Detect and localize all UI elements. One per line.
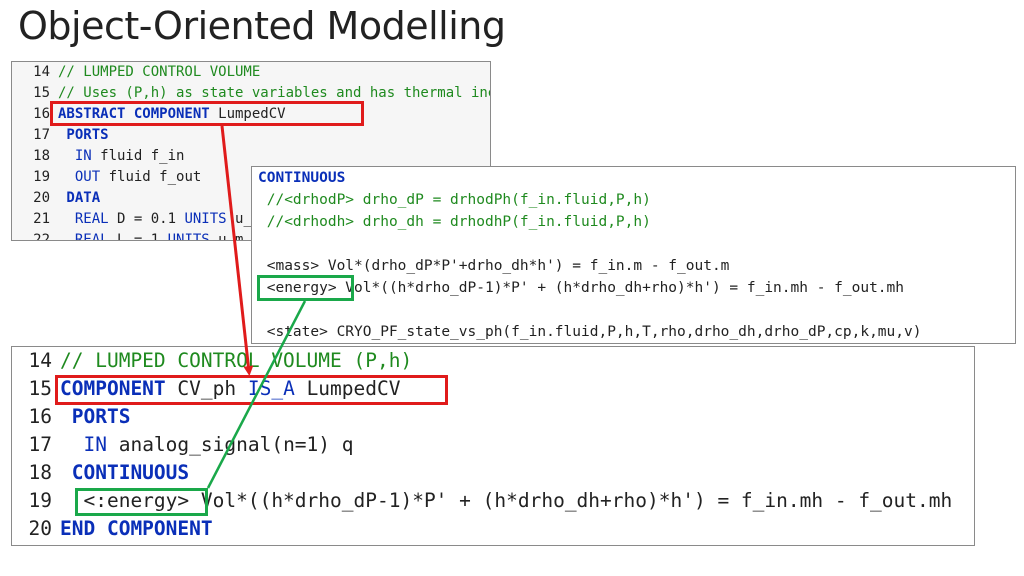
code-token: ABSTRACT COMPONENT — [58, 106, 210, 122]
code-token: analog_signal(n=1) q — [106, 433, 354, 456]
code-line: 21 REAL D = 0.1 UNITS u_m — [12, 209, 490, 230]
code-token: u_m — [209, 232, 244, 241]
code-token: // LUMPED CONTROL VOLUME — [58, 64, 261, 80]
code-token: UNITS — [184, 211, 227, 227]
code-panel-cv-ph-component: 14 // LUMPED CONTROL VOLUME (P,h) 15 COMPON… — [11, 346, 975, 546]
code-token: REAL — [58, 232, 109, 241]
code-line: <state> CRYO_PF_state_vs_ph(f_in.fluid,P… — [252, 321, 1015, 343]
code-token: LumpedCV — [294, 377, 401, 400]
code-token: END COMPONENT — [60, 517, 213, 540]
code-line: 18 IN fluid f_in — [12, 146, 490, 167]
code-token: COMPONENT — [60, 377, 166, 400]
code-token: <state> CRYO_PF_state_vs_ph(f_in.fluid,P… — [258, 324, 922, 340]
line-number: 22 — [33, 232, 50, 241]
code-token: REAL — [58, 211, 109, 227]
code-line: 16 PORTS — [12, 403, 974, 431]
code-token: fluid f_out — [100, 169, 202, 185]
code-token: L = 1 — [108, 232, 168, 241]
code-token: UNITS — [167, 232, 210, 241]
line-number: 17 — [33, 127, 50, 143]
line-number: 19 — [33, 169, 50, 185]
code-token: IN — [58, 148, 92, 164]
code-line: 20 DATA — [12, 188, 490, 209]
code-line — [252, 299, 1015, 321]
line-number: 15 — [33, 85, 50, 101]
code-token: //<drhodh> drho_dh = drhodhP(f_in.fluid,… — [258, 214, 651, 230]
code-line: <energy> Vol*((h*drho_dP-1)*P' + (h*drho… — [252, 277, 1015, 299]
code-token: // Uses (P,h) as state variables and has… — [58, 85, 491, 101]
code-line: 19 OUT fluid f_out — [12, 167, 490, 188]
energy-equation-highlight — [257, 275, 354, 301]
code-token: <:energy> Vol*((h*drho_dP-1)*P' + (h*drh… — [60, 489, 953, 512]
code-token: CONTINUOUS — [258, 170, 346, 186]
code-line: <mass> Vol*(drho_dP*P'+drho_dh*h') = f_i… — [252, 255, 1015, 277]
line-number: 16 — [28, 405, 52, 428]
code-token: LumpedCV — [209, 106, 286, 122]
code-token: OUT — [58, 169, 101, 185]
code-line: //<drhodP> drho_dP = drhodPh(f_in.fluid,… — [252, 189, 1015, 211]
code-line: 20 END COMPONENT — [12, 515, 974, 543]
code-token: PORTS — [58, 127, 109, 143]
line-number: 19 — [28, 489, 52, 512]
line-number: 14 — [28, 349, 52, 372]
component-is-a-highlight — [55, 375, 448, 405]
code-line: 15 // Uses (P,h) as state variables and h… — [12, 83, 490, 104]
code-token: IN — [60, 433, 107, 456]
code-line — [252, 233, 1015, 255]
code-line: 18 CONTINUOUS — [12, 459, 974, 487]
slide-title: Object-Oriented Modelling — [18, 4, 506, 48]
code-token: <energy> Vol*((h*drho_dP-1)*P' + (h*drho… — [258, 280, 905, 296]
line-number: 18 — [33, 148, 50, 164]
code-token: CONTINUOUS — [60, 461, 190, 484]
line-number: 16 — [33, 106, 50, 122]
code-line: 19 <:energy> Vol*((h*drho_dP-1)*P' + (h*… — [12, 487, 974, 515]
code-token: DATA — [58, 190, 101, 206]
code-token — [258, 236, 267, 252]
line-number: 20 — [33, 190, 50, 206]
code-token — [258, 302, 267, 318]
code-panel-continuous-section: CONTINUOUS //<drhodP> drho_dP = drhodPh(… — [251, 166, 1016, 344]
code-token: //<drhodP> drho_dP = drhodPh(f_in.fluid,… — [258, 192, 651, 208]
code-token: PORTS — [60, 405, 131, 428]
line-number: 14 — [33, 64, 50, 80]
line-number: 18 — [28, 461, 52, 484]
code-token: fluid f_in — [91, 148, 185, 164]
code-line: CONTINUOUS — [252, 167, 1015, 189]
code-line: 14 // LUMPED CONTROL VOLUME — [12, 62, 490, 83]
line-number: 21 — [33, 211, 50, 227]
code-line: //<drhodh> drho_dh = drhodhP(f_in.fluid,… — [252, 211, 1015, 233]
code-token: // LUMPED CONTROL VOLUME (P,h) — [60, 349, 413, 372]
code-line: 17 IN analog_signal(n=1) q — [12, 431, 974, 459]
code-token: D = 0.1 — [108, 211, 185, 227]
line-number: 15 — [28, 377, 52, 400]
code-line: 17 PORTS — [12, 125, 490, 146]
code-line: 16 ABSTRACT COMPONENT LumpedCV — [12, 104, 490, 125]
line-number: 20 — [28, 517, 52, 540]
line-number: 17 — [28, 433, 52, 456]
code-token: <mass> Vol*(drho_dP*P'+drho_dh*h') = f_i… — [258, 258, 730, 274]
abstract-component-highlight — [50, 101, 364, 126]
inherited-energy-highlight — [75, 488, 208, 516]
code-line: 14 // LUMPED CONTROL VOLUME (P,h) — [12, 347, 974, 375]
